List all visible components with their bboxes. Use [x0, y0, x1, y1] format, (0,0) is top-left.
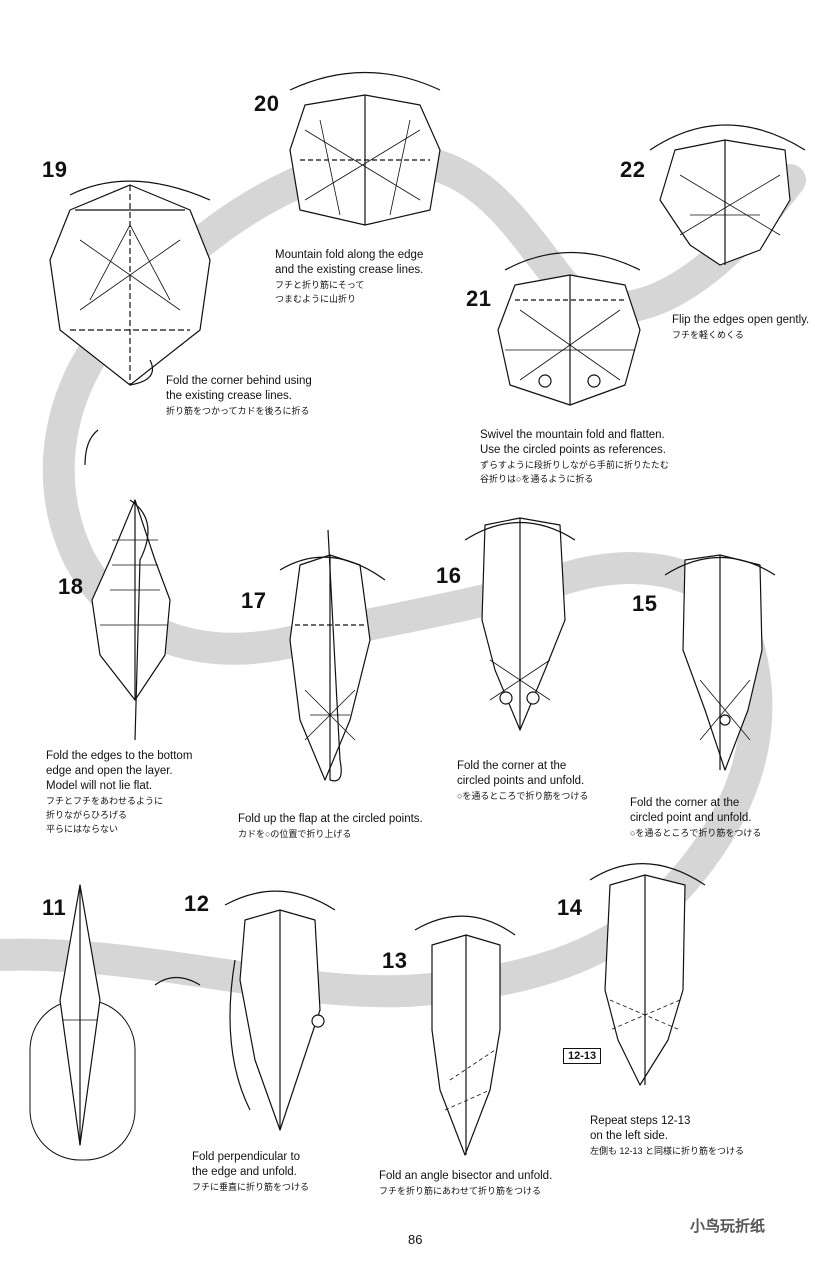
step-number-21: 21	[466, 286, 492, 311]
repeat-steps-reference: 12-13	[563, 1048, 602, 1064]
diagram-step-15	[664, 554, 776, 771]
diagram-step-20	[289, 72, 441, 226]
diagram-step-17	[279, 529, 386, 782]
diagram-step-21	[497, 252, 641, 406]
caption-step-16: Fold the corner at the circled points an…	[457, 760, 589, 801]
diagram-step-13	[414, 915, 516, 1156]
watermark-text: 小鸟玩折纸	[690, 1218, 766, 1235]
step-number-20: 20	[254, 91, 280, 116]
caption-step-14: Repeat steps 12-13 on the left side. 左側も…	[590, 1115, 745, 1156]
diagram-step-16	[464, 517, 576, 731]
step-number-14: 14	[557, 895, 583, 920]
diagram-step-18	[91, 499, 171, 741]
flow-band-upper	[104, 144, 806, 336]
caption-step-12: Fold perpendicular to the edge and unfol…	[192, 1151, 310, 1192]
page-number: 86	[408, 1232, 423, 1247]
step-number-17: 17	[241, 588, 267, 613]
step-number-18: 18	[58, 574, 84, 599]
step-number-13: 13	[382, 948, 408, 973]
caption-step-13: Fold an angle bisector and unfold. フチを折り…	[379, 1170, 553, 1196]
diagram-step-12	[224, 890, 336, 1131]
arrow-18-to-19	[84, 429, 99, 466]
diagram-step-19	[49, 180, 211, 386]
caption-step-19: Fold the corner behind using the existin…	[166, 375, 312, 416]
caption-step-22: Flip the edges open gently. フチを軽くめくる	[672, 314, 810, 340]
step-number-16: 16	[436, 563, 462, 588]
diagram-step-22	[649, 124, 806, 266]
caption-step-20: Mountain fold along the edge and the exi…	[275, 249, 424, 304]
diagram-step-14	[589, 863, 706, 1086]
caption-step-21: Swivel the mountain fold and flatten. Us…	[480, 429, 669, 484]
folding-diagrams	[29, 72, 806, 1161]
arrow-11-to-12	[154, 976, 201, 986]
step-number-11: 11	[42, 895, 67, 920]
step-number-15: 15	[632, 591, 658, 616]
step-number-12: 12	[184, 891, 210, 916]
diagram-step-11	[29, 884, 136, 1161]
step-number-22: 22	[620, 157, 646, 182]
caption-step-15: Fold the corner at the circled point and…	[630, 797, 762, 838]
caption-step-18: Fold the edges to the bottom edge and op…	[46, 750, 193, 834]
caption-step-17: Fold up the flap at the circled points. …	[238, 813, 423, 839]
step-number-19: 19	[42, 157, 68, 182]
